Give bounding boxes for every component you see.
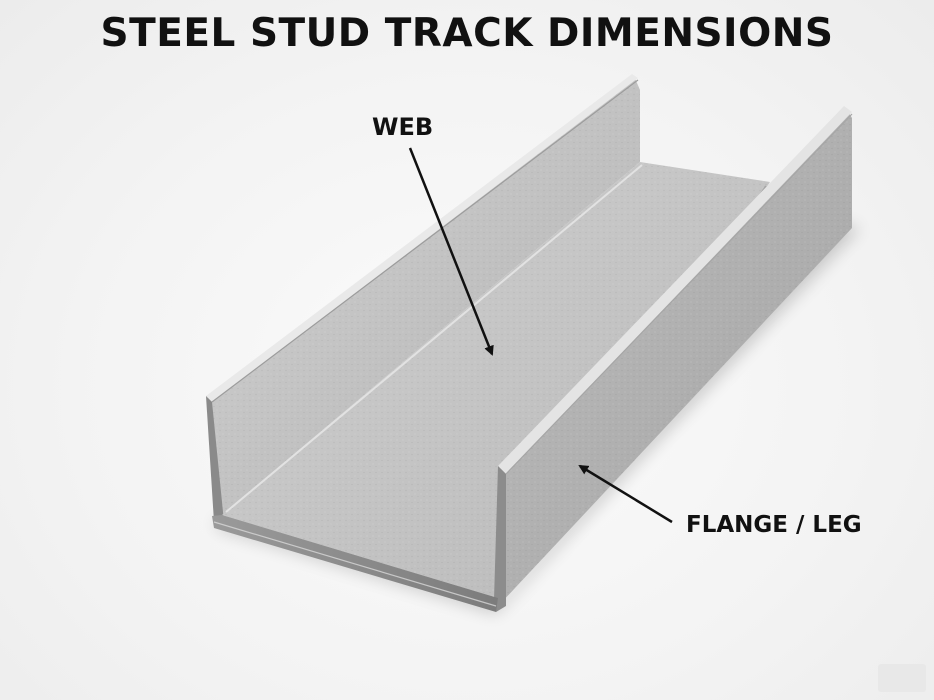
flange-label: FLANGE / LEG xyxy=(686,512,862,538)
web-label: WEB xyxy=(372,113,434,141)
watermark-logo xyxy=(878,664,926,692)
flange-arrow xyxy=(578,464,673,524)
web-arrow xyxy=(408,147,494,356)
right-flange-cut-edge xyxy=(494,466,506,612)
left-flange-top-edge xyxy=(206,74,638,402)
right-flange-top-edge xyxy=(498,106,852,474)
diagram-title: STEEL STUD TRACK DIMENSIONS xyxy=(100,11,834,56)
